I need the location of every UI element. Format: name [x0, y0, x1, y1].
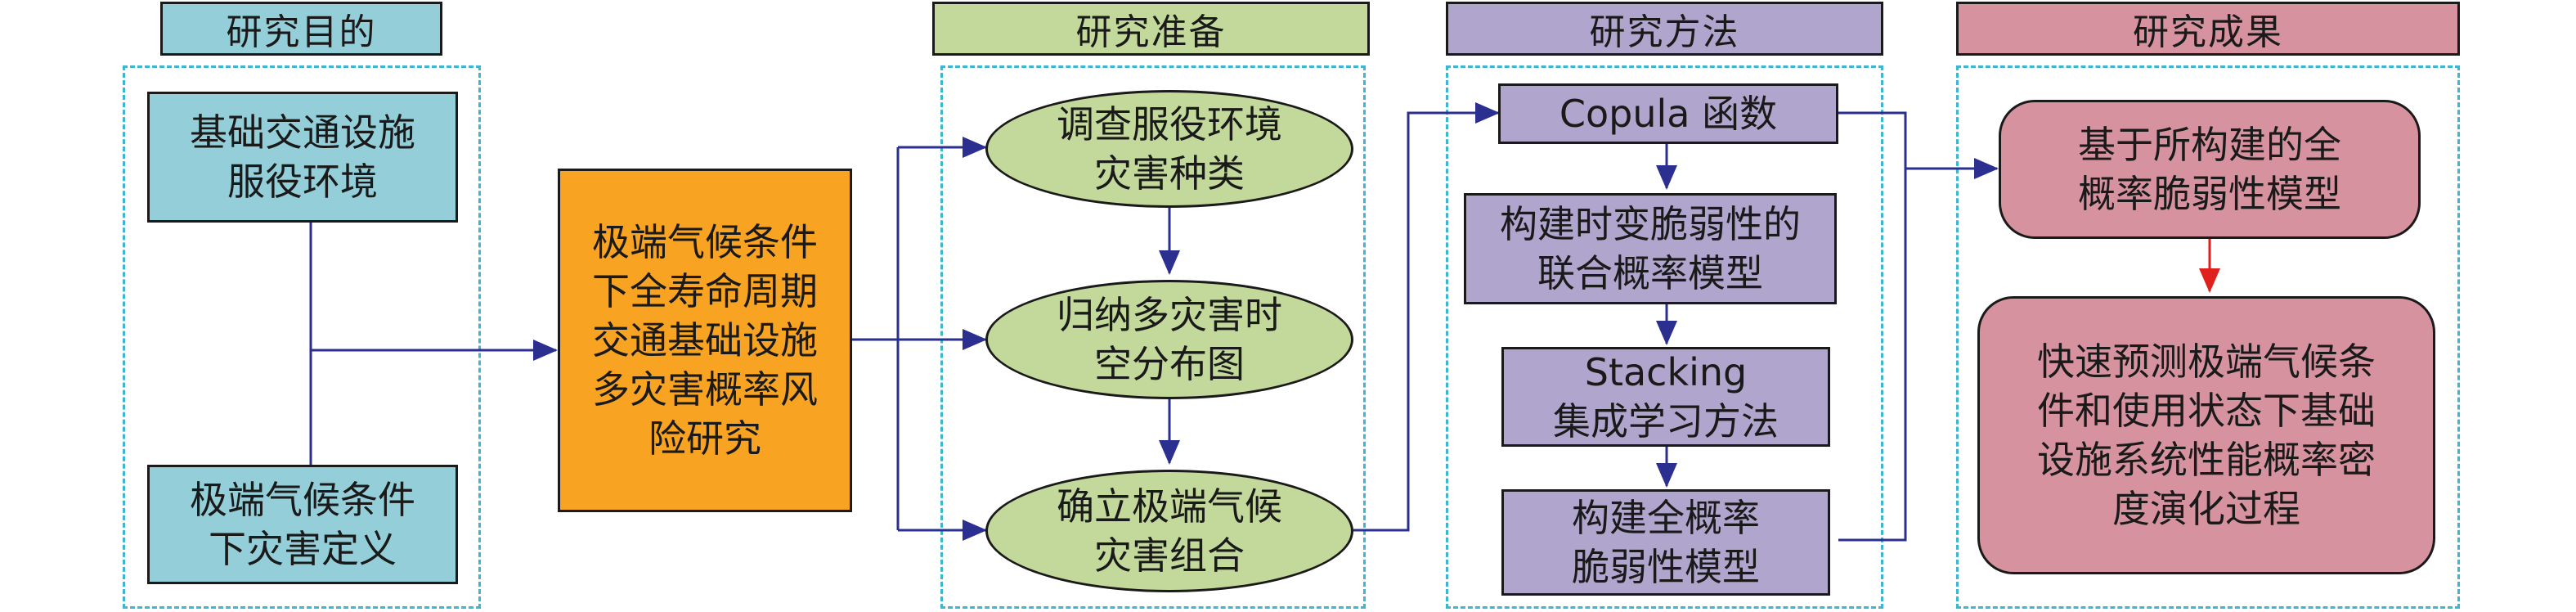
- header-research-results: 研究成果: [1956, 2, 2460, 56]
- central-research-topic-box: 极端气候条件 下全寿命周期 交通基础设施 多灾害概率风 险研究: [558, 169, 852, 512]
- purpose-box-infrastructure-environment: 基础交通设施 服役环境: [147, 92, 458, 223]
- result-box-performance-prediction: 快速预测极端气候条 件和使用状态下基础 设施系统性能概率密 度演化过程: [1977, 296, 2435, 574]
- methods-to-results-line: [1838, 111, 1907, 542]
- method-box-joint-probability-model: 构建时变脆弱性的 联合概率模型: [1464, 193, 1837, 304]
- method-box-stacking-ensemble: Stacking 集成学习方法: [1501, 347, 1830, 447]
- section-results-frame: [1956, 65, 2460, 609]
- prep-ellipse-spatiotemporal-map: 归纳多灾害时 空分布图: [985, 280, 1353, 399]
- method-box-copula-function: Copula 函数: [1498, 83, 1838, 144]
- header-research-preparation: 研究准备: [932, 2, 1370, 56]
- prep-to-methods-line: [1353, 102, 1500, 532]
- section-purpose-frame: [123, 65, 481, 609]
- method-box-full-probability-model: 构建全概率 脆弱性模型: [1501, 489, 1830, 596]
- prep-ellipse-hazard-combination: 确立极端气候 灾害组合: [985, 470, 1353, 592]
- section-methods-frame: [1446, 65, 1883, 609]
- result-box-fragility-model: 基于所构建的全 概率脆弱性模型: [1999, 100, 2421, 239]
- purpose-box-hazard-definition: 极端气候条件 下灾害定义: [147, 465, 458, 584]
- header-research-purpose: 研究目的: [160, 2, 442, 56]
- prep-ellipse-survey-hazard-types: 调查服役环境 灾害种类: [985, 90, 1353, 208]
- section-preparation-frame: [940, 65, 1366, 609]
- header-research-methods: 研究方法: [1446, 2, 1883, 56]
